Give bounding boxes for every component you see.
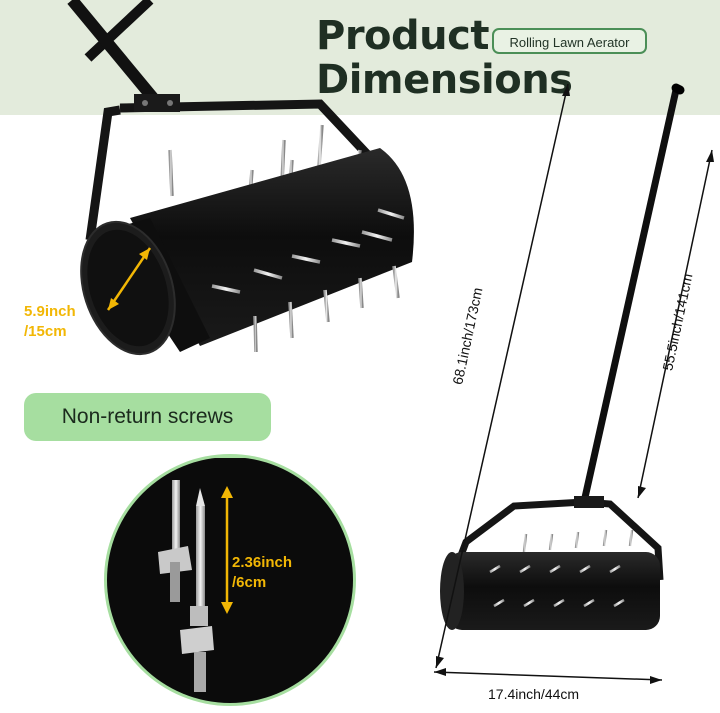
spike-length-inch: 2.36inch bbox=[232, 554, 293, 571]
roller-diameter-label: 5.9inch /15cm bbox=[24, 302, 76, 342]
page-title: Product Dimensions bbox=[316, 13, 573, 103]
roller-diameter-cm: /15cm bbox=[24, 323, 67, 340]
product-name-badge: Rolling Lawn Aerator bbox=[492, 28, 647, 54]
aerator-full bbox=[433, 83, 714, 684]
spike-length-cm: /6cm bbox=[232, 574, 267, 591]
title-line-1: Product bbox=[316, 13, 489, 59]
spike-detail-circle bbox=[104, 454, 356, 706]
roller-diameter-inch: 5.9inch bbox=[24, 303, 76, 320]
non-return-screws-callout: Non-return screws bbox=[24, 393, 271, 441]
spike-length-label: 2.36inch /6cm bbox=[232, 553, 292, 593]
title-line-2: Dimensions bbox=[316, 57, 573, 103]
roller-width-label: 17.4inch/44cm bbox=[488, 686, 580, 702]
aerator-closeup bbox=[67, 0, 414, 380]
